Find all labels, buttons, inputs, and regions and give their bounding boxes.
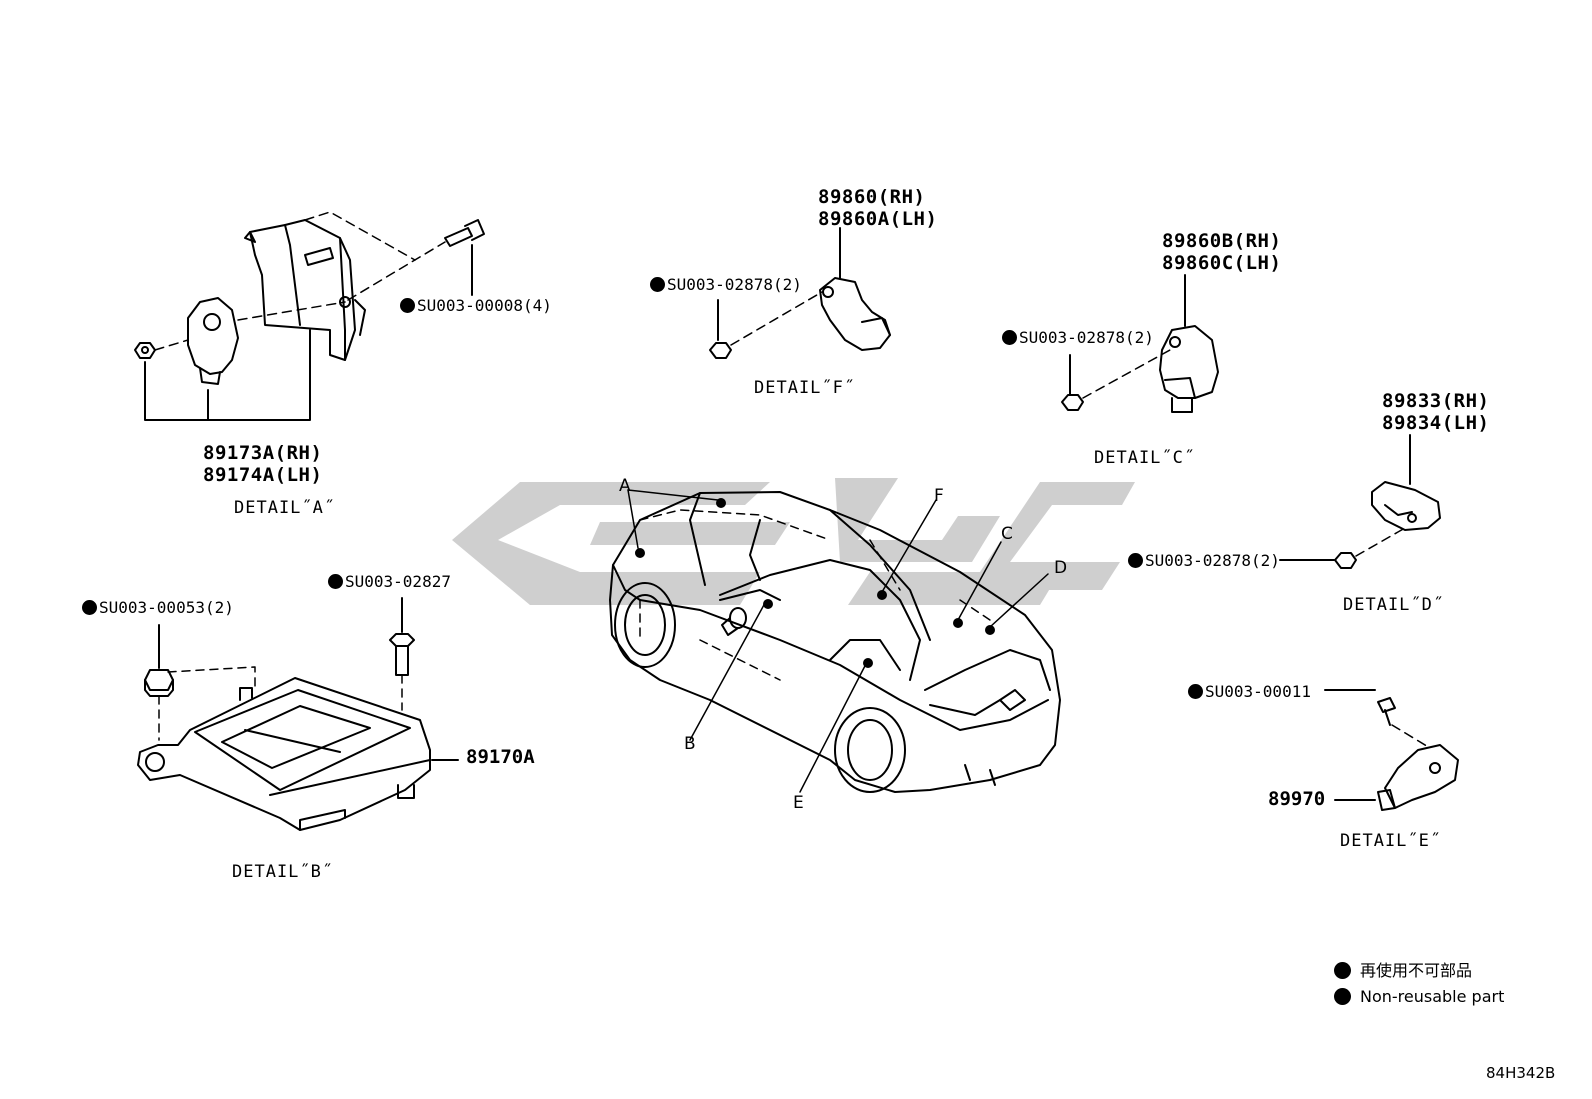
- detail-f-label: DETAIL˝F˝: [754, 378, 856, 398]
- legend-english-text: Non-reusable part: [1360, 987, 1505, 1006]
- detail-d-part-rh: 89833(RH): [1382, 390, 1490, 412]
- detail-a-bolt-callout: SU003-00008(4): [400, 298, 552, 314]
- detail-f-nut-callout: SU003-02878(2): [650, 277, 802, 293]
- car-callout-f: F: [934, 486, 944, 506]
- detail-b-bolt-callout: SU003-02827: [328, 574, 451, 590]
- car-callout-c: C: [1001, 524, 1013, 544]
- car-callout-b: B: [684, 734, 696, 754]
- non-reusable-dot-icon: [1334, 962, 1351, 979]
- detail-d-nut-code: SU003-02878(2): [1145, 551, 1280, 570]
- diagram-code: 84H342B: [1486, 1064, 1556, 1082]
- detail-a-part-rh: 89173A(RH): [203, 442, 323, 464]
- detail-f-part-lh: 89860A(LH): [818, 208, 938, 230]
- detail-e-label: DETAIL˝E˝: [1340, 831, 1442, 851]
- detail-e-bolt-callout: SU003-00011: [1188, 684, 1311, 700]
- detail-c-drawing: [1061, 274, 1219, 413]
- car-callout-d: D: [1054, 558, 1068, 578]
- detail-a-label: DETAIL˝A˝: [234, 498, 336, 518]
- detail-b-nut-callout: SU003-00053(2): [82, 600, 234, 616]
- detail-d-drawing: [1279, 434, 1441, 569]
- legend-japanese-text: 再使用不可部品: [1360, 961, 1473, 980]
- car-callout-e: E: [793, 793, 804, 813]
- detail-b-nut-code: SU003-00053(2): [99, 598, 234, 617]
- non-reusable-dot-icon: [1188, 684, 1203, 699]
- legend-japanese: 再使用不可部品: [1334, 962, 1472, 979]
- legend-english: Non-reusable part: [1334, 988, 1504, 1005]
- detail-c-label: DETAIL˝C˝: [1094, 448, 1196, 468]
- non-reusable-dot-icon: [400, 298, 415, 313]
- detail-c-nut-code: SU003-02878(2): [1019, 328, 1154, 347]
- detail-d-label: DETAIL˝D˝: [1343, 595, 1445, 615]
- detail-e-drawing: [1324, 689, 1459, 811]
- detail-d-nut-callout: SU003-02878(2): [1128, 553, 1280, 569]
- non-reusable-dot-icon: [1334, 988, 1351, 1005]
- detail-c-nut-callout: SU003-02878(2): [1002, 330, 1154, 346]
- detail-f-part-rh: 89860(RH): [818, 186, 926, 208]
- non-reusable-dot-icon: [1002, 330, 1017, 345]
- car-callout-a: A: [619, 476, 631, 496]
- non-reusable-dot-icon: [328, 574, 343, 589]
- detail-f-drawing: [709, 227, 891, 359]
- detail-d-part-lh: 89834(LH): [1382, 412, 1490, 434]
- non-reusable-dot-icon: [82, 600, 97, 615]
- detail-b-part: 89170A: [466, 746, 535, 768]
- non-reusable-dot-icon: [1128, 553, 1143, 568]
- car-callout-leaders: [627, 489, 1049, 793]
- detail-e-part: 89970: [1268, 788, 1326, 810]
- non-reusable-dot-icon: [650, 277, 665, 292]
- car-outline: [609, 491, 1061, 793]
- detail-c-part-rh: 89860B(RH): [1162, 230, 1282, 252]
- detail-a-part-lh: 89174A(LH): [203, 464, 323, 486]
- detail-c-part-lh: 89860C(LH): [1162, 252, 1282, 274]
- detail-e-bolt-code: SU003-00011: [1205, 682, 1311, 701]
- watermark-logo: [452, 478, 1135, 605]
- detail-b-drawing: [137, 597, 459, 831]
- detail-b-label: DETAIL˝B˝: [232, 862, 334, 882]
- detail-f-nut-code: SU003-02878(2): [667, 275, 802, 294]
- detail-b-bolt-code: SU003-02827: [345, 572, 451, 591]
- car-sensor-markers: [635, 498, 995, 668]
- detail-a-bolt-code: SU003-00008(4): [417, 296, 552, 315]
